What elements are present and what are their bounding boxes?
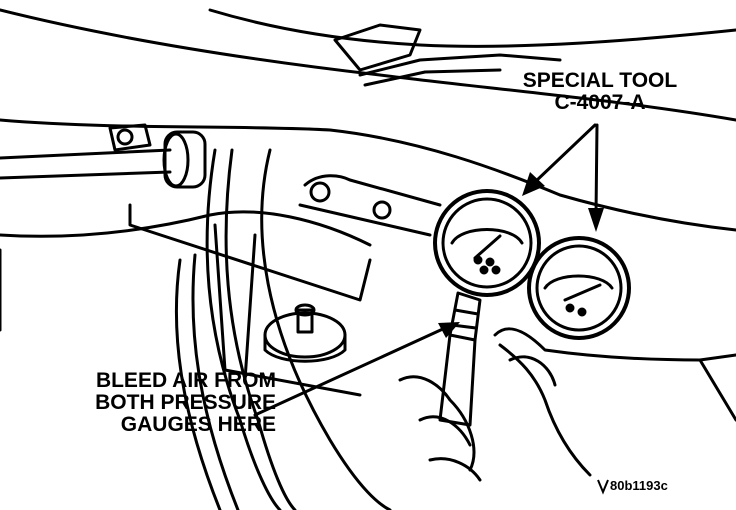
top-hose bbox=[358, 53, 562, 77]
bleed-arrow bbox=[253, 326, 447, 417]
bleed-line2: BOTH PRESSURE bbox=[95, 391, 276, 415]
hose-right bbox=[174, 258, 222, 510]
support-bracket bbox=[128, 203, 372, 302]
bleed-line1: BLEED AIR FROM bbox=[95, 369, 276, 392]
gauge-left bbox=[433, 189, 541, 297]
tool-arrow-left bbox=[533, 123, 597, 184]
special-tool-line1: SPECIAL TOOL bbox=[522, 69, 678, 92]
hose-left bbox=[205, 148, 282, 510]
body-panel bbox=[0, 210, 372, 247]
figure-code: 80b1193c bbox=[610, 478, 668, 493]
gauge-right bbox=[527, 236, 631, 340]
gauge-left-stem bbox=[448, 291, 482, 342]
mount-rod bbox=[0, 148, 172, 160]
frame-lower bbox=[0, 118, 736, 232]
special-tool-label: SPECIAL TOOL C-4007-A bbox=[500, 69, 700, 115]
tool-arrow-right bbox=[594, 123, 599, 217]
bleeder-valve bbox=[263, 311, 347, 359]
frame-outline bbox=[0, 8, 736, 122]
bleed-line3: GAUGES HERE bbox=[120, 413, 276, 437]
cross-tube bbox=[303, 174, 442, 207]
bleed-air-label: BLEED AIR FROM BOTH PRESSURE GAUGES HERE bbox=[28, 369, 276, 437]
frame-lip bbox=[208, 8, 736, 48]
technician-hand bbox=[493, 327, 736, 362]
special-tool-line2: C-4007-A bbox=[554, 91, 646, 115]
